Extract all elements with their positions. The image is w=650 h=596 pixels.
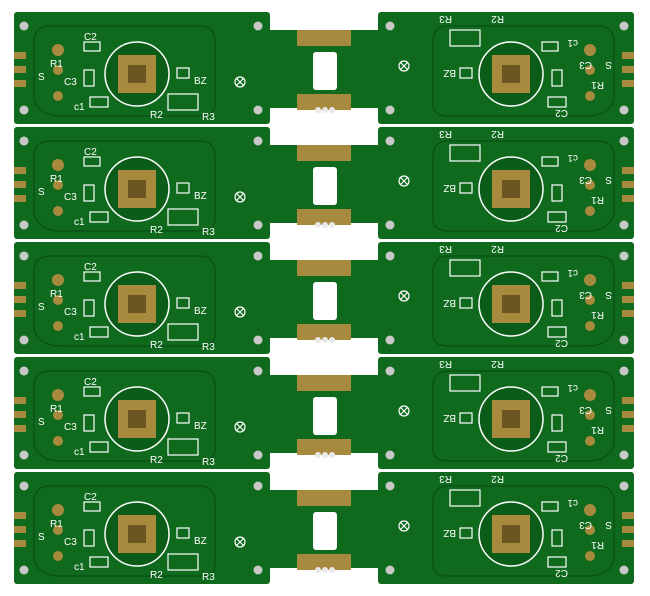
pcb-panel-photo: C2 R1 S C3 c1 BZ R2 R3 — [13, 11, 635, 585]
